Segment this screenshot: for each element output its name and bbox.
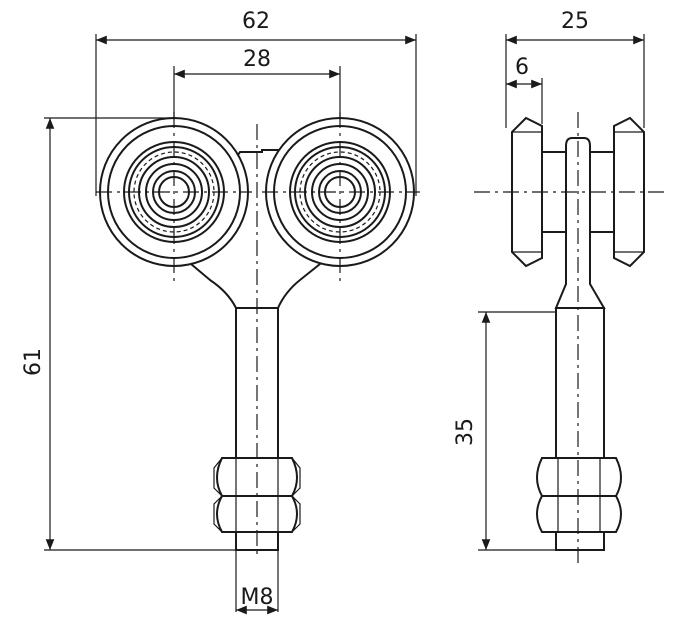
dim-side-width: 25 [561,9,589,34]
side-thread-end [555,531,605,551]
dim-thread-size: M8 [241,585,274,610]
dim-wheel-thickness: 6 [515,55,529,80]
dim-bolt-length: 35 [453,418,478,446]
dim-overall-width: 62 [242,9,270,34]
side-nut-lower [536,495,622,533]
side-nut-upper [536,457,622,497]
side-plate [554,137,606,309]
dimensions: 62 28 61 M8 25 6 35 [21,9,645,615]
side-shaft [555,307,605,459]
dim-total-height: 61 [21,348,46,376]
side-view [474,112,668,566]
front-view [96,112,420,555]
dim-wheel-spacing: 28 [243,47,271,72]
